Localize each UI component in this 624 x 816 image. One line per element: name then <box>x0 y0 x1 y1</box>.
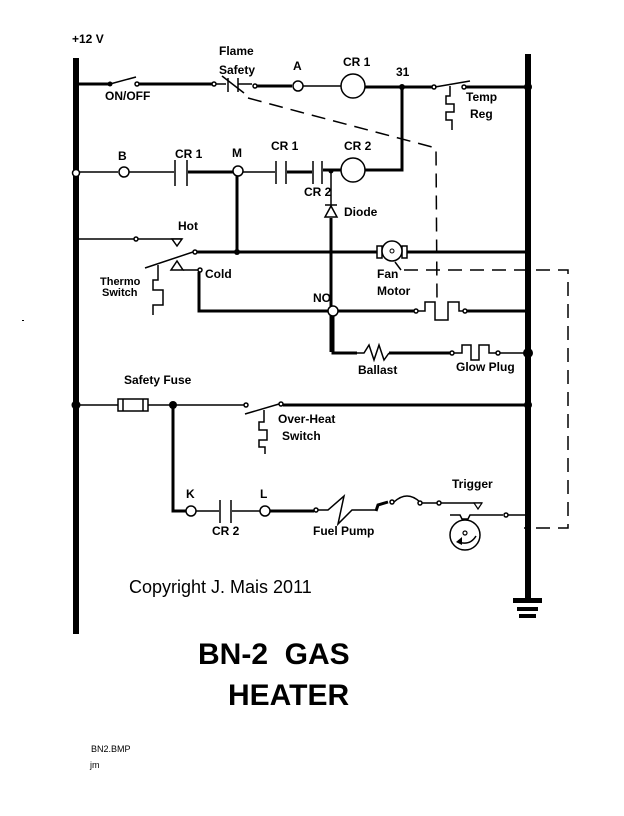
flame-safety-linkage <box>247 97 438 301</box>
node-k <box>185 505 197 517</box>
safety-fuse-label: Safety Fuse <box>124 373 192 387</box>
cr2-coil-icon <box>340 157 366 183</box>
node-31-label: 31 <box>396 65 410 79</box>
node-no <box>327 305 339 317</box>
row-safety <box>71 398 532 454</box>
fan-motor-icon <box>376 240 408 271</box>
node-b <box>118 166 130 178</box>
trigger-label: Trigger <box>452 477 493 491</box>
fan-trigger-linkage <box>404 269 569 529</box>
ballast-label: Ballast <box>358 363 397 377</box>
temp-reg-label-2: Reg <box>470 107 493 121</box>
node-a <box>292 80 304 92</box>
supply-label: +12 V <box>72 32 104 46</box>
temp-reg-label-1: Temp <box>466 90 497 104</box>
cr1-coil-icon <box>340 73 366 99</box>
fan-motor-label-1: Fan <box>377 267 398 281</box>
cr1-contact-label-2: CR 1 <box>271 139 299 153</box>
ground-icon <box>513 598 542 618</box>
thermo-switch-label-1: Thermo <box>100 276 141 288</box>
hot-label: Hot <box>178 219 198 233</box>
overheat-switch-label-2: Switch <box>282 429 321 443</box>
speck <box>22 320 24 321</box>
overheat-switch-label-1: Over-Heat <box>278 412 335 426</box>
row-fuel <box>171 405 531 527</box>
cr1-contact-label-1: CR 1 <box>175 147 203 161</box>
flame-safety-label-1: Flame <box>219 44 254 58</box>
diode-icon <box>323 204 339 218</box>
title-line-2: HEATER <box>228 679 349 712</box>
node-k-label: K <box>186 487 195 501</box>
copyright-text: Copyright J. Mais 2011 <box>129 577 312 597</box>
row-relay <box>71 87 404 352</box>
node-m <box>232 165 244 177</box>
cr2-k-contact-label: CR 2 <box>212 524 240 538</box>
node-l <box>259 505 271 517</box>
fan-motor-label-2: Motor <box>377 284 411 298</box>
cr1-coil-label: CR 1 <box>343 55 371 69</box>
row-main-power <box>76 73 532 130</box>
thermo-switch <box>76 236 380 315</box>
file-name: BN2.BMP <box>91 744 131 754</box>
diode-label: Diode <box>344 205 378 219</box>
title-line-1: BN-2 GAS <box>198 638 350 671</box>
thermo-switch-label-2: Switch <box>102 287 138 299</box>
glow-plug-label: Glow Plug <box>456 360 515 374</box>
fuel-pump-label: Fuel Pump <box>313 524 374 538</box>
node-a-label: A <box>293 59 302 73</box>
node-l-label: L <box>260 487 267 501</box>
trigger-cam-icon <box>449 519 481 551</box>
node-no-label: NO <box>313 291 331 305</box>
cr2-coil-label: CR 2 <box>344 139 372 153</box>
flame-safety-label-2: Safety <box>219 63 255 77</box>
row-heater-element <box>327 301 531 321</box>
fuel-pump-icon <box>318 493 376 527</box>
row-glow-plug <box>331 316 533 363</box>
on-off-switch-label: ON/OFF <box>105 89 150 103</box>
author-initials: jm <box>89 760 100 770</box>
node-b-label: B <box>118 149 127 163</box>
node-m-label: M <box>232 146 242 160</box>
cr2-contact-label: CR 2 <box>304 185 332 199</box>
cold-label: Cold <box>205 267 232 281</box>
